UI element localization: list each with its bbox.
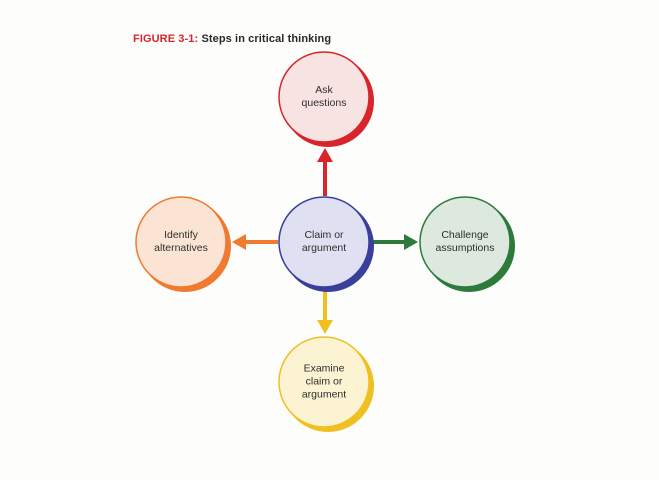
node-top-text: Ask questions — [301, 84, 347, 109]
node-left-text: Identify alternatives — [154, 229, 208, 254]
node-right-label: Challenge assumptions — [420, 229, 510, 255]
node-left-circle — [135, 196, 231, 292]
node-center-text: Claim or argument — [301, 229, 347, 254]
node-bottom-text: Examine claim or argument — [301, 362, 347, 401]
node-top-label: Ask questions — [279, 84, 369, 110]
node-center-circle — [278, 196, 374, 292]
arrow-to-top — [317, 148, 333, 196]
node-bottom-label: Examine claim or argument — [279, 363, 369, 402]
node-right-circle — [419, 196, 515, 292]
node-right-text: Challenge assumptions — [435, 229, 495, 254]
node-bottom-circle — [278, 336, 374, 432]
node-left-label: Identify alternatives — [136, 229, 226, 255]
figure-title: Steps in critical thinking — [201, 33, 332, 45]
node-center-label: Claim or argument — [279, 229, 369, 255]
figure-label: FIGURE 3-1: — [133, 33, 199, 45]
arrow-to-bottom — [317, 289, 333, 334]
figure-caption: FIGURE 3-1: Steps in critical thinking — [133, 33, 331, 45]
arrow-to-left — [232, 234, 278, 250]
node-top-circle — [278, 51, 374, 147]
arrow-to-right — [372, 234, 418, 250]
